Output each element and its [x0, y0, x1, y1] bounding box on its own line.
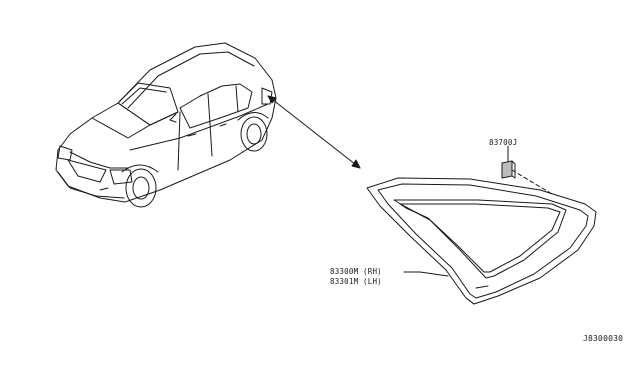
- quarter-glass-assembly: [366, 177, 597, 305]
- clip-part-number: 83700J: [489, 138, 518, 147]
- vehicle-side-windows: [179, 83, 253, 129]
- vehicle-grille: [67, 159, 107, 183]
- vehicle-hood: [91, 117, 151, 139]
- pointer-arrow: [267, 95, 361, 169]
- vehicle-illustration: [55, 42, 277, 208]
- quarter-glass-outer: [366, 177, 597, 305]
- glass-lh-part-number: 83301M (LH): [330, 277, 382, 286]
- vehicle-rear-wheel: [240, 116, 268, 152]
- vehicle-roof: [117, 42, 277, 104]
- glass-rh-part-number: 83300M (RH): [330, 267, 382, 276]
- quarter-glass-pane: [393, 199, 567, 279]
- vehicle-front: [55, 102, 126, 203]
- glass-leader: [403, 271, 449, 277]
- vehicle-headlamp: [109, 169, 133, 185]
- vehicle-side: [124, 97, 277, 203]
- vehicle-front-wheel: [125, 168, 157, 208]
- clip-shape: [501, 160, 513, 179]
- diagram-reference-code: J8300030: [583, 334, 624, 343]
- clip-dashed-leader: [511, 169, 553, 195]
- clip-part: [501, 145, 553, 195]
- vehicle-quarter-window: [261, 87, 273, 105]
